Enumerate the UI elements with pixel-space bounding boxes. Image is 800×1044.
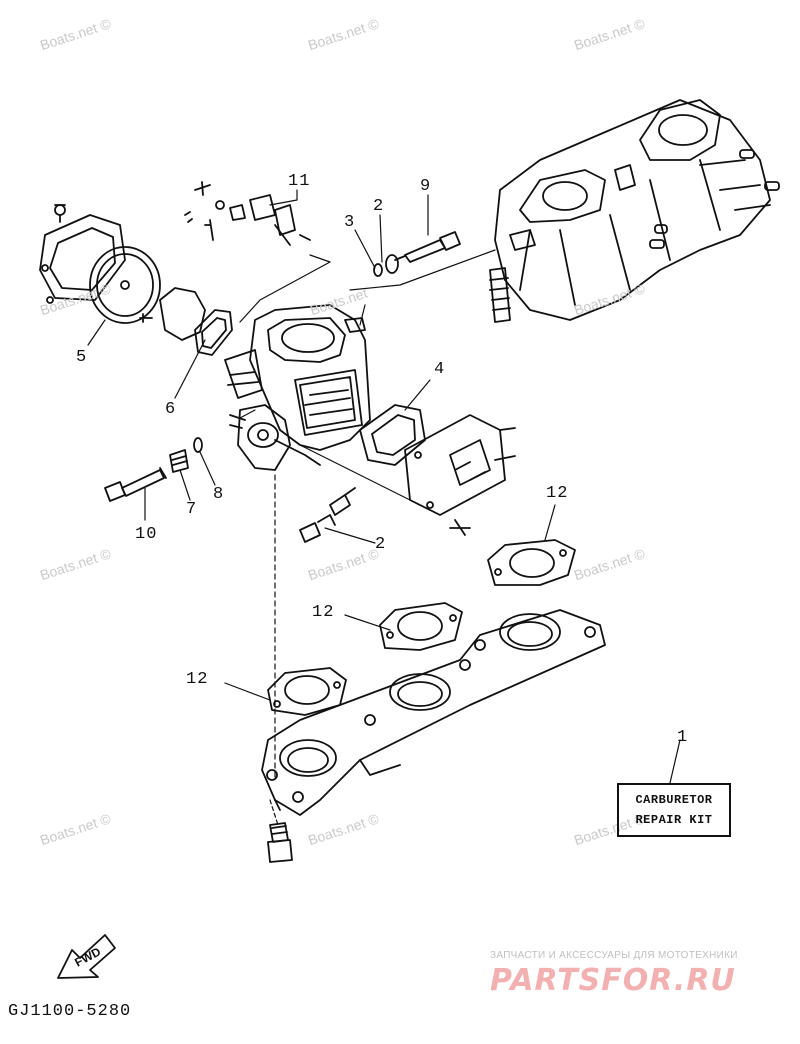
leader-lines [87, 189, 681, 826]
shop-logo: PARTSFOR.RU [490, 963, 736, 998]
spring-part-7 [169, 449, 189, 473]
needle-part-9 [394, 231, 461, 263]
callout-9: 9 [420, 177, 432, 196]
callout-6: 6 [165, 400, 177, 419]
diaphragm-cover [139, 287, 206, 341]
callout-8: 8 [213, 485, 225, 504]
callout-10: 10 [135, 525, 158, 544]
callout-3: 3 [344, 213, 356, 232]
callout-12-middle: 12 [312, 603, 335, 622]
callout-2-lower: 2 [375, 535, 387, 554]
small-parts-part-11 [184, 181, 311, 246]
callout-12-lower: 12 [186, 670, 209, 689]
diaphragm-part-5 [89, 246, 161, 324]
gasket-part-12-b [379, 602, 463, 651]
bolt-manifold [267, 822, 293, 863]
cover-part-5 [39, 204, 126, 304]
repair-kit-label: CARBURETOR REPAIR KIT [617, 783, 731, 837]
screw-part-10 [104, 467, 167, 502]
gasket-part-6 [194, 309, 233, 356]
callout-4: 4 [434, 360, 446, 379]
intake-manifold [261, 609, 606, 816]
washer-part-2-lower [299, 487, 356, 543]
oring-part-3 [373, 263, 383, 277]
gasket-part-12-a [487, 539, 576, 586]
carburetor-body [224, 304, 371, 471]
shop-tagline: ЗАПЧАСТИ И АКСЕССУАРЫ ДЛЯ МОТОТЕХНИКИ [490, 950, 738, 961]
gasket-part-12-c [267, 667, 347, 716]
repair-kit-line-2: REPAIR KIT [635, 813, 713, 827]
forward-direction-arrow [57, 934, 116, 979]
washer-part-2-upper [385, 254, 399, 274]
carburetor-assembly-rear [489, 99, 780, 323]
callout-12-top: 12 [546, 484, 569, 503]
callout-11: 11 [288, 172, 311, 191]
drawing-code: GJ1100-5280 [8, 1002, 132, 1021]
repair-kit-line-1: CARBURETOR [635, 793, 713, 807]
callout-2-upper: 2 [373, 197, 385, 216]
oring-part-8 [193, 437, 203, 453]
callout-1: 1 [677, 728, 689, 747]
fuel-pump [404, 414, 516, 536]
callout-7: 7 [186, 500, 198, 519]
callout-5: 5 [76, 348, 88, 367]
